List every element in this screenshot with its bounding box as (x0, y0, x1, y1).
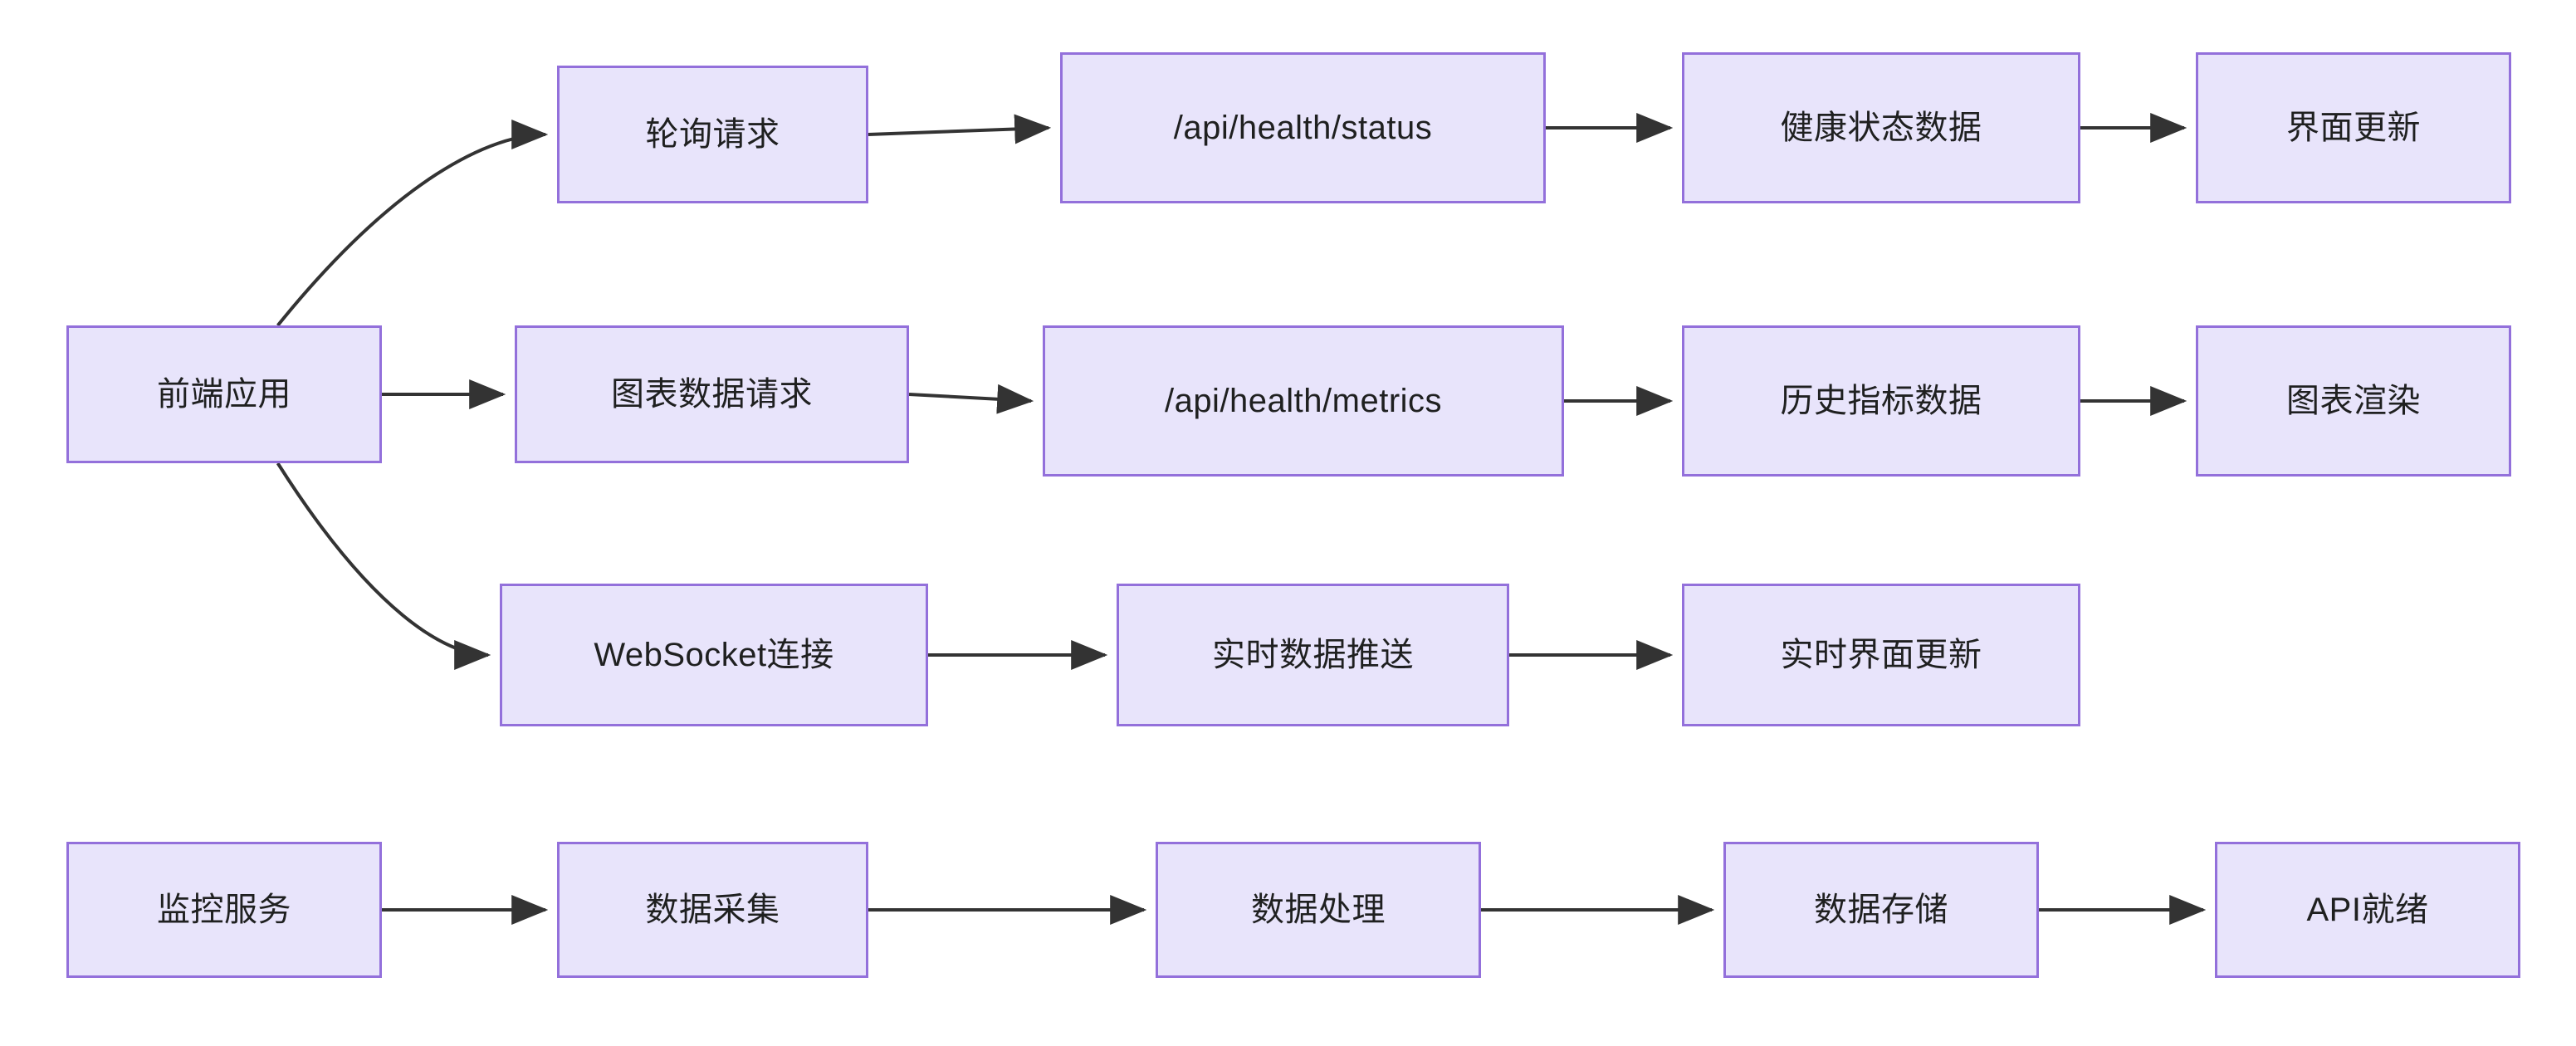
flow-node-label: 图表数据请求 (611, 376, 813, 413)
flow-node-data_collect[interactable]: 数据采集 (557, 842, 868, 978)
flow-node-label: 数据存储 (1814, 892, 1948, 928)
flow-node-label: WebSocket连接 (594, 637, 834, 673)
flow-node-label: 监控服务 (157, 892, 291, 928)
flow-node-data_store[interactable]: 数据存储 (1723, 842, 2039, 978)
flow-node-label: 实时数据推送 (1212, 637, 1414, 673)
flow-node-chart_request[interactable]: 图表数据请求 (515, 325, 909, 463)
flow-node-label: 历史指标数据 (1780, 383, 1982, 419)
flow-node-chart_render[interactable]: 图表渲染 (2196, 325, 2511, 477)
flow-node-monitor_svc[interactable]: 监控服务 (66, 842, 382, 978)
flow-node-history_data[interactable]: 历史指标数据 (1682, 325, 2080, 477)
flow-node-label: 轮询请求 (645, 116, 780, 153)
flow-node-api_status[interactable]: /api/health/status (1060, 52, 1546, 203)
flow-node-label: 界面更新 (2286, 110, 2421, 146)
flow-node-label: /api/health/status (1173, 110, 1433, 146)
flow-node-health_data[interactable]: 健康状态数据 (1682, 52, 2080, 203)
flow-node-api_ready[interactable]: API就绪 (2215, 842, 2520, 978)
flow-node-realtime_push[interactable]: 实时数据推送 (1117, 584, 1509, 726)
flow-node-label: 数据采集 (645, 892, 780, 928)
flow-node-label: 图表渲染 (2286, 383, 2421, 419)
flow-edge-frontend-to-poll_request (276, 120, 549, 327)
flow-node-api_metrics[interactable]: /api/health/metrics (1043, 325, 1564, 477)
flow-node-ui_update[interactable]: 界面更新 (2196, 52, 2511, 203)
flow-node-label: 数据处理 (1251, 892, 1386, 928)
flow-edge-poll_request-to-api_status (868, 114, 1052, 144)
flow-node-data_process[interactable]: 数据处理 (1156, 842, 1481, 978)
flow-edge-frontend-to-ws_connect (276, 462, 491, 670)
flow-node-label: 健康状态数据 (1780, 110, 1982, 146)
flow-node-poll_request[interactable]: 轮询请求 (557, 66, 868, 203)
flow-edge-chart_request-to-api_metrics (908, 384, 1034, 414)
flow-node-label: 实时界面更新 (1780, 637, 1982, 673)
flow-node-ws_connect[interactable]: WebSocket连接 (500, 584, 928, 726)
flow-node-label: 前端应用 (157, 376, 291, 413)
flow-node-frontend[interactable]: 前端应用 (66, 325, 382, 463)
flow-node-label: /api/health/metrics (1164, 383, 1443, 419)
flow-node-label: API就绪 (2306, 892, 2429, 928)
flow-node-realtime_update[interactable]: 实时界面更新 (1682, 584, 2080, 726)
